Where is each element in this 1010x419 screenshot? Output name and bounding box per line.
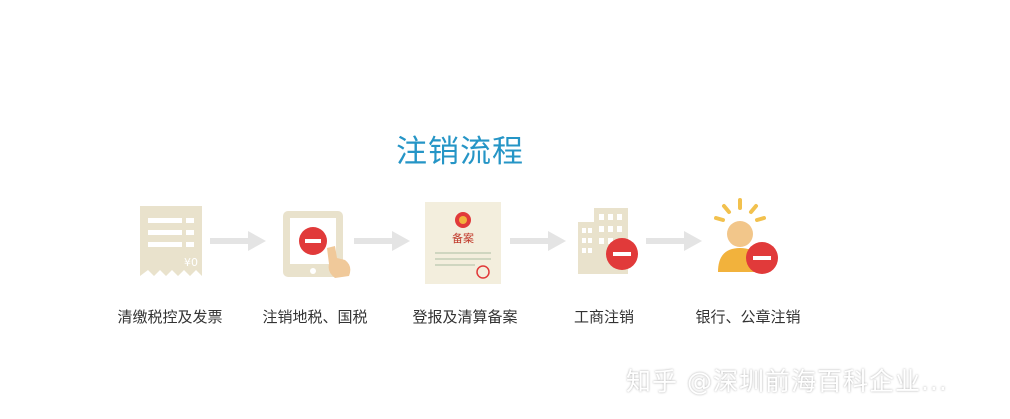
arrow-icon	[354, 231, 410, 251]
receipt-icon: ¥0	[140, 206, 202, 276]
diagram-title: 注销流程	[396, 134, 524, 170]
arrow-icon	[510, 231, 566, 251]
building-icon	[578, 208, 638, 274]
receipt-amount: ¥0	[184, 256, 198, 269]
step-5-label: 银行、公章注销	[695, 308, 801, 326]
arrow-icon	[210, 231, 266, 251]
watermark: 知乎 @深圳前海百科企业...	[626, 367, 948, 396]
certificate-stamp-text: 备案	[452, 231, 474, 245]
person-icon	[714, 198, 778, 274]
certificate-icon: 备案	[425, 202, 501, 284]
step-4-label: 工商注销	[573, 308, 634, 326]
tablet-touch-icon	[283, 211, 351, 278]
step-1-label: 清缴税控及发票	[117, 308, 223, 326]
step-3-label: 登报及清算备案	[412, 308, 518, 326]
step-2-label: 注销地税、国税	[262, 308, 368, 326]
arrow-icon	[646, 231, 702, 251]
